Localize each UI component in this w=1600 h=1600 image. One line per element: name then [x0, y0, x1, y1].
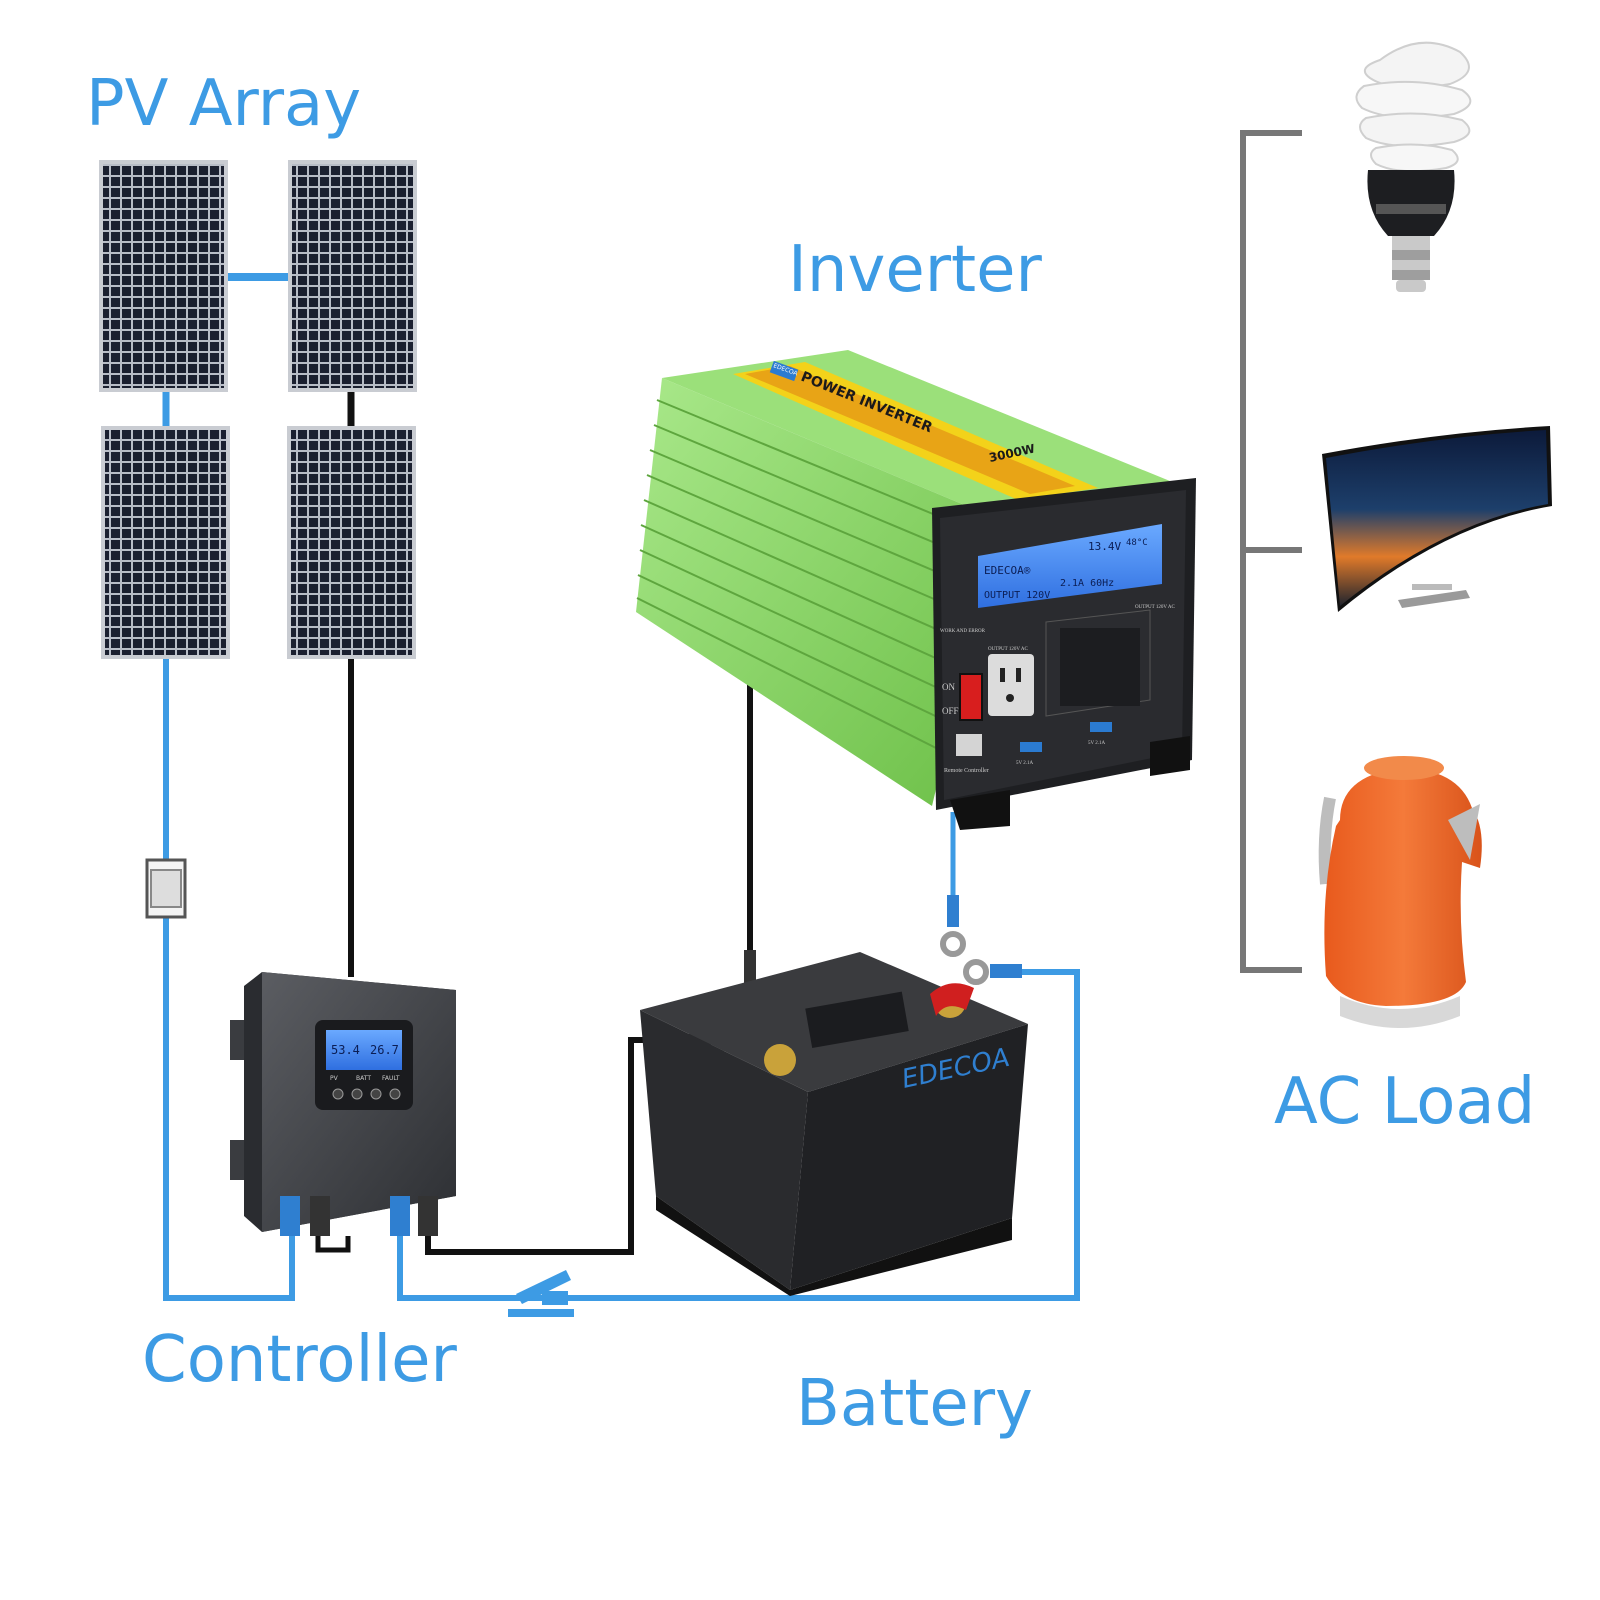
- label-battery: Battery: [796, 1367, 1033, 1441]
- inverter-lcd-current: 2.1A 60Hz: [1060, 578, 1114, 589]
- inverter-outlet-label-1: OUTPUT 120V AC: [988, 647, 1028, 652]
- controller-label-pv: PV: [330, 1075, 339, 1082]
- inverter-usb-port-1[interactable]: [1020, 742, 1042, 752]
- inverter-ac-outlet-1[interactable]: [988, 654, 1034, 716]
- inverter-lcd-brand: EDECOA®: [984, 564, 1031, 577]
- inverter-on-label: ON: [942, 682, 955, 692]
- controller-key-menu[interactable]: [332, 1088, 344, 1100]
- inverter-remote-label: Remote Controller: [944, 768, 989, 774]
- fuse-icon: [145, 858, 187, 919]
- controller-label-fault: FAULT: [382, 1075, 400, 1082]
- inverter-lcd-temp: 48°C: [1126, 538, 1148, 548]
- charge-controller-icon: 53.4 26.7 PV BATT FAULT: [230, 972, 456, 1253]
- battery-icon: EDECOA: [640, 952, 1028, 1296]
- inverter-usb-label-1: 5V 2.1A: [1016, 761, 1034, 766]
- kettle-icon: [1318, 756, 1482, 1028]
- cfl-bulb-icon: [1355, 41, 1472, 292]
- label-controller: Controller: [142, 1323, 457, 1397]
- inverter-usb-port-2[interactable]: [1090, 722, 1112, 732]
- solar-panel-icon: [288, 160, 417, 392]
- inverter-lcd-voltage: 13.4V: [1088, 540, 1121, 553]
- solar-panel-icon: [287, 426, 416, 659]
- solar-panel-icon: [101, 426, 230, 659]
- inverter-usb-label-2: 5V 2.1A: [1088, 741, 1106, 746]
- inverter-icon: POWER INVERTER 3000W EDECOA EDECOA® 13.4…: [636, 350, 1196, 830]
- wiring: [162, 130, 1302, 1301]
- controller-label-batt: BATT: [356, 1075, 371, 1082]
- ring-terminal-icon: [963, 959, 1022, 985]
- breaker-icon: [508, 1270, 574, 1317]
- label-ac-load: AC Load: [1274, 1065, 1536, 1139]
- controller-key-down[interactable]: [370, 1088, 382, 1100]
- inverter-outlet-label-2: OUTPUT 120V AC: [1135, 605, 1175, 610]
- controller-key-up[interactable]: [351, 1088, 363, 1100]
- controller-lcd-right: 26.7: [370, 1043, 399, 1057]
- controller-lcd-left: 53.4: [331, 1043, 360, 1057]
- inverter-ac-outlet-2[interactable]: [1060, 628, 1140, 706]
- label-pv-array: PV Array: [86, 67, 362, 141]
- ring-terminal-icon: [940, 895, 966, 957]
- inverter-power-switch[interactable]: [959, 673, 983, 721]
- inverter-work-error: WORK AND ERROR: [940, 629, 986, 634]
- wire-pv-positive: [163, 659, 295, 1301]
- wire-controller-battery-positive: [397, 969, 1080, 1301]
- inverter-lcd: [978, 524, 1162, 608]
- inverter-remote-port[interactable]: [956, 734, 982, 756]
- inverter-lcd-output: OUTPUT 120V: [984, 590, 1050, 601]
- tv-icon: [1322, 426, 1552, 612]
- solar-panel-icon: [99, 160, 228, 392]
- controller-key-enter[interactable]: [389, 1088, 401, 1100]
- label-inverter: Inverter: [788, 233, 1042, 307]
- inverter-off-label: OFF: [942, 706, 959, 716]
